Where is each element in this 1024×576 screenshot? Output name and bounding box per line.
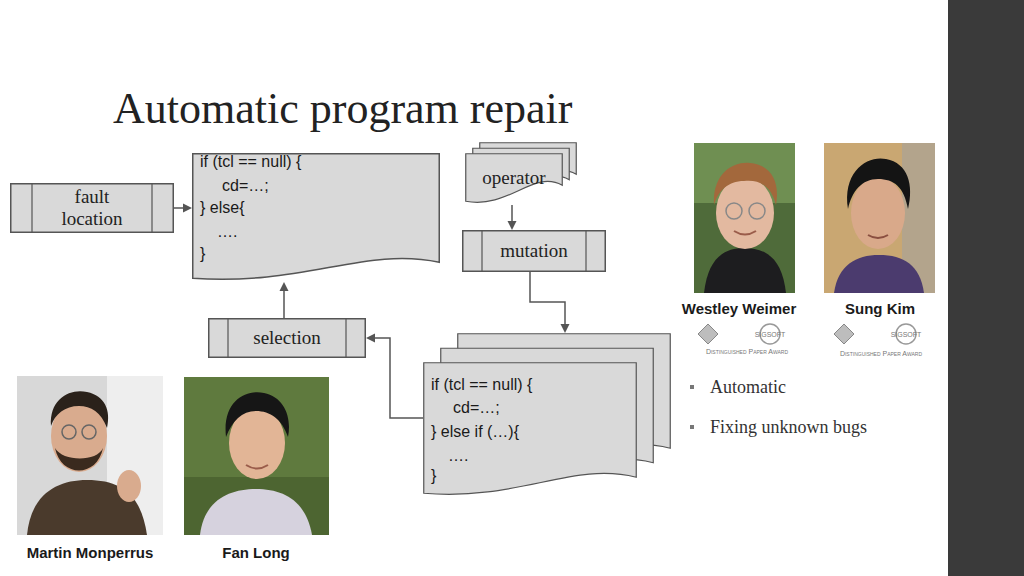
flow-arrow xyxy=(174,204,192,213)
flow-arrow xyxy=(508,205,517,230)
box-divider xyxy=(585,231,586,272)
flow-arrow xyxy=(366,334,423,419)
bullet-mark xyxy=(689,383,697,433)
box-label: mutation xyxy=(486,240,582,262)
document-shape xyxy=(466,154,563,203)
arrow-head xyxy=(183,204,192,213)
bullet-text: Fixing unknown bugs xyxy=(710,417,867,438)
code-line: } else if (…){ xyxy=(431,422,519,442)
arrow-line xyxy=(530,272,565,327)
box-divider xyxy=(151,184,152,233)
box-shape xyxy=(463,231,606,272)
box-label: operator xyxy=(465,167,563,189)
arrow-head xyxy=(561,324,570,333)
arrow-line xyxy=(283,288,285,318)
award-badge-icon xyxy=(830,322,940,348)
document-stack: operator xyxy=(465,142,578,208)
person-name: Fan Long xyxy=(222,544,290,561)
box-divider xyxy=(345,319,346,358)
arrow-line xyxy=(372,338,423,418)
person-name: Sung Kim xyxy=(845,300,915,317)
code-line: } xyxy=(200,244,205,264)
portrait-photo xyxy=(824,143,935,293)
award-badge-icon xyxy=(694,322,804,348)
side-band xyxy=(948,0,1024,576)
bullet-text: Automatic xyxy=(710,377,786,398)
arrow-head xyxy=(508,221,517,230)
box-outline xyxy=(192,153,440,285)
code-line: cd=…; xyxy=(222,176,269,196)
portrait-photo xyxy=(17,376,163,535)
code-document: if (tcl == null) { cd=…;} else{ ….} xyxy=(192,153,440,285)
box-label: selection xyxy=(232,327,342,349)
code-line: …. xyxy=(217,222,237,242)
document-shape xyxy=(424,363,637,495)
code-line: cd=…; xyxy=(453,398,500,418)
portrait-photo xyxy=(184,377,329,535)
code-line: if (tcl == null) { xyxy=(200,152,301,172)
arrow-head xyxy=(280,282,289,291)
portrait-photo xyxy=(694,143,795,293)
document-shape xyxy=(193,154,440,280)
flow-arrow xyxy=(530,272,570,333)
person-name: Martin Monperrus xyxy=(27,544,154,561)
award-text: Distinguished Paper Award xyxy=(840,350,922,357)
box-label: fault location xyxy=(42,186,142,230)
code-line: } else{ xyxy=(200,198,244,218)
box-outline xyxy=(423,333,672,500)
arrow-head xyxy=(366,334,375,343)
code-line: } xyxy=(431,466,436,486)
box-shape xyxy=(11,184,174,233)
process-box: fault location xyxy=(10,183,174,233)
process-box: selection xyxy=(208,318,366,358)
award-logo-text: SIGSOFT xyxy=(755,331,786,338)
code-line: if (tcl == null) { xyxy=(431,375,532,395)
document-stack: if (tcl == null) { cd=…; } else if (…){ ….} xyxy=(423,333,672,500)
award-logo-text: SIGSOFT xyxy=(891,331,922,338)
box-shape xyxy=(209,319,366,358)
box-divider xyxy=(227,319,228,358)
award-text: Distinguished Paper Award xyxy=(706,348,788,355)
process-box: mutation xyxy=(462,230,606,272)
code-line: …. xyxy=(448,446,468,466)
person-name: Westley Weimer xyxy=(682,300,797,317)
flow-arrow xyxy=(280,282,289,318)
box-divider xyxy=(31,184,32,233)
box-divider xyxy=(481,231,482,272)
slide-title: Automatic program repair xyxy=(113,83,572,135)
